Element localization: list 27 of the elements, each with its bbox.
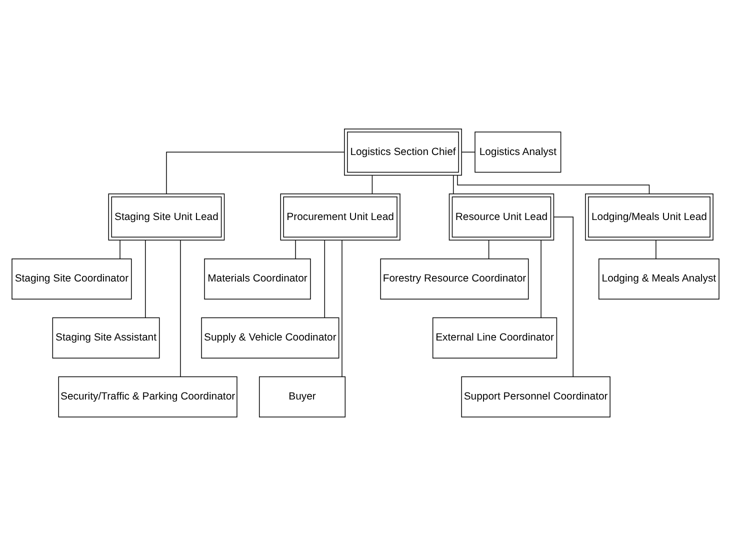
node-box: Logistics Analyst xyxy=(474,132,562,173)
connector xyxy=(166,152,345,194)
connector xyxy=(457,174,650,194)
connector xyxy=(180,240,181,377)
connector xyxy=(453,175,454,194)
node-box: Forestry Resource Coordinator xyxy=(380,258,529,300)
connector xyxy=(553,216,574,377)
connector xyxy=(145,240,146,318)
node-box: Staging Site Unit Lead xyxy=(108,194,225,241)
connector xyxy=(372,175,373,194)
node-box: Resource Unit Lead xyxy=(448,194,554,241)
connector xyxy=(324,240,326,318)
node-box: Lodging & Meals Analyst xyxy=(598,258,720,300)
node-box: Supply & Vehicle Coodinator xyxy=(201,317,340,358)
connector xyxy=(540,240,542,318)
node-box: Security/Traffic & Parking Coordinator xyxy=(58,376,238,418)
node-box: External Line Coordinator xyxy=(432,317,558,358)
node-box: Buyer xyxy=(258,376,346,418)
node-box: Staging Site Coordinator xyxy=(12,258,132,300)
node-box: Staging Site Assistant xyxy=(52,317,160,358)
node-box: Procurement Unit Lead xyxy=(280,194,400,241)
node-box: Logistics Section Chief xyxy=(344,128,462,176)
node-box: Materials Coordinator xyxy=(204,258,311,300)
connector xyxy=(488,240,490,260)
connector xyxy=(295,240,296,260)
node-box: Support Personnel Coordinator xyxy=(461,376,610,418)
node-box: Lodging/Meals Unit Lead xyxy=(585,194,714,241)
